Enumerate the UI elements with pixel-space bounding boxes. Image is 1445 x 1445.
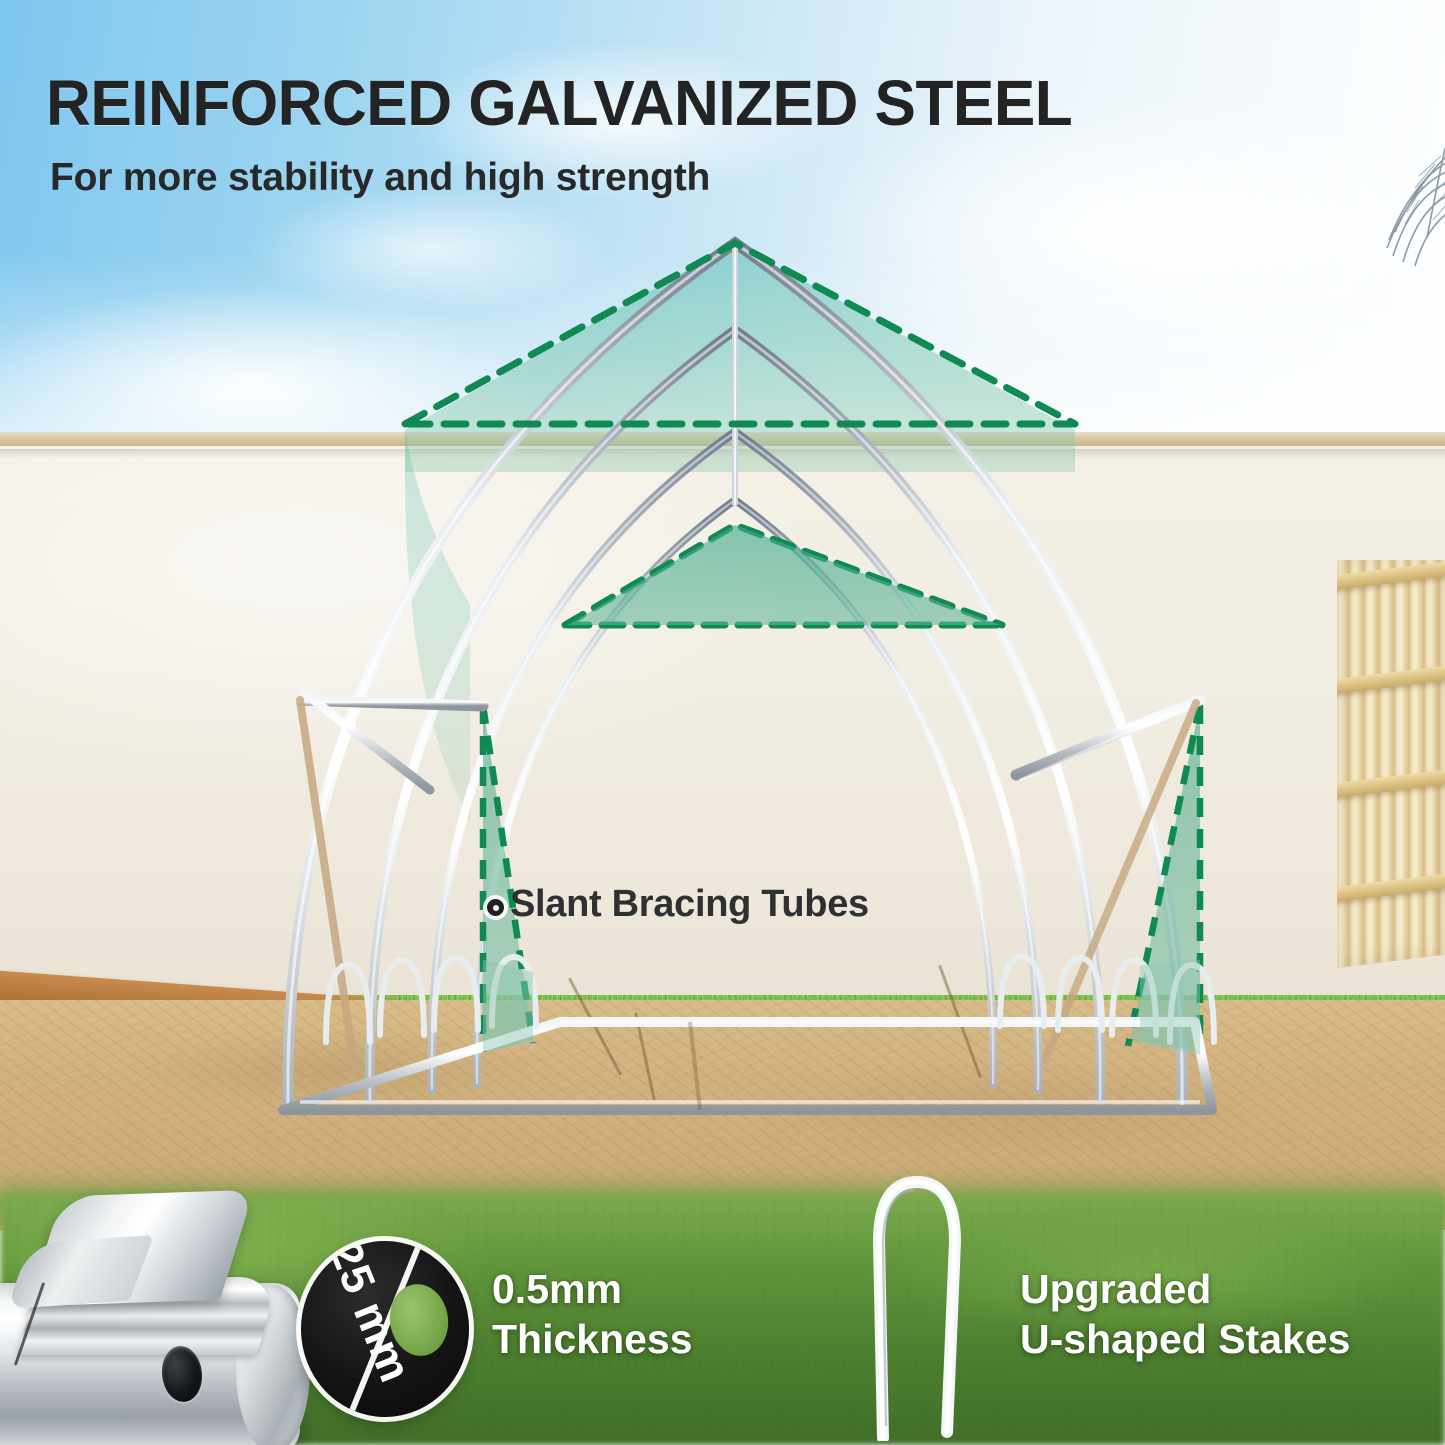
side-panel-left-lower xyxy=(483,960,533,1052)
highlight-gable-back-upper xyxy=(401,239,1079,428)
feature-stakes-label: Upgraded U-shaped Stakes xyxy=(1020,1264,1350,1364)
roof-panel-tint-back xyxy=(405,243,1075,472)
slant-brace-right-dash-b xyxy=(1124,704,1204,1047)
side-panel-right-lower xyxy=(1140,960,1200,1055)
base-frame-shadow-line xyxy=(688,1021,702,1111)
callout-dot-icon xyxy=(487,899,504,916)
slant-brace-left-dash-b xyxy=(479,704,537,1044)
palm-frond-icon xyxy=(1386,147,1445,267)
page-subtitle: For more stability and high strength xyxy=(50,156,711,199)
feature-stakes-line2: U-shaped Stakes xyxy=(1020,1316,1351,1362)
slant-tube-left-diagonal xyxy=(296,696,359,1074)
feature-thickness-line1: 0.5mm xyxy=(492,1266,622,1312)
slant-bracing-label: Slant Bracing Tubes xyxy=(510,883,869,925)
page-title: REINFORCED GALVANIZED STEEL xyxy=(46,67,1073,139)
u-stake-row-left xyxy=(323,953,539,1045)
highlight-gable-front-upper xyxy=(561,521,1006,629)
horizontal-brace-left xyxy=(294,694,489,712)
u-stake-row-right xyxy=(997,953,1217,1045)
slant-tube-left-upper xyxy=(298,687,435,795)
feature-thickness-label: 0.5mm Thickness xyxy=(492,1264,693,1364)
highlight-gable-front-fill xyxy=(568,525,1000,625)
tube-diameter-dial: 25 mm xyxy=(301,1241,469,1417)
steel-tube-photo xyxy=(0,1155,410,1445)
u-shaped-stake-icon xyxy=(872,1175,962,1441)
horizontal-brace-right-highlight xyxy=(1019,700,1197,782)
roof-panel-left-tint xyxy=(405,430,470,820)
feature-stakes-line1: Upgraded xyxy=(1020,1266,1212,1312)
feature-thickness-line2: Thickness xyxy=(492,1316,693,1362)
